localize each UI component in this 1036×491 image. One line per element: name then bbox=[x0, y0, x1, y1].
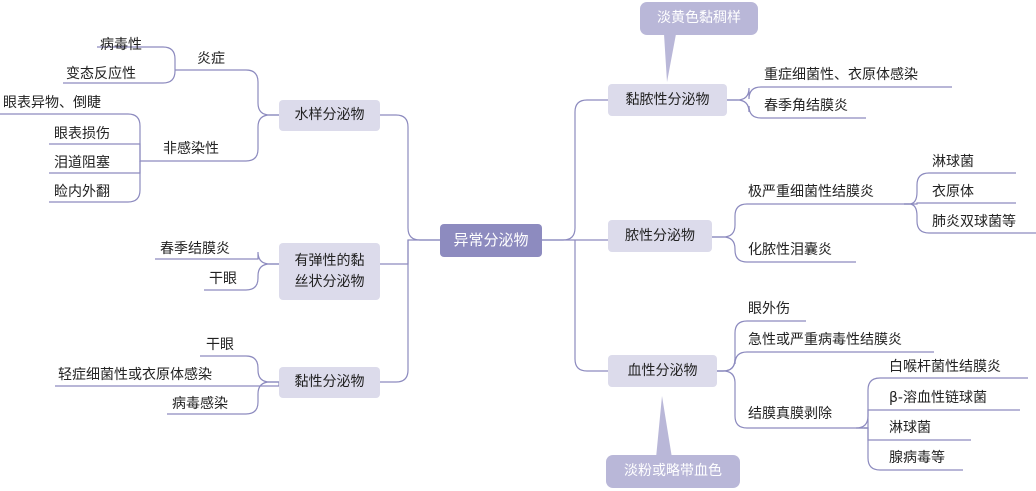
leaf-suppurative-dacryocystitis: 化脓性泪囊炎 bbox=[748, 242, 832, 258]
node-mucopurulent-label: 黏脓性分泌物 bbox=[625, 91, 710, 108]
callout-mucopurulent-label: 淡黄色黏稠样 bbox=[657, 10, 741, 26]
leaf-adenovirus: 腺病毒等 bbox=[889, 450, 945, 466]
callout-pointer-bottom bbox=[656, 396, 672, 458]
node-mucopurulent: 黏脓性分泌物 bbox=[608, 84, 727, 116]
callout-bloody-label: 淡粉或略带血色 bbox=[624, 463, 722, 479]
root-label: 异常分泌物 bbox=[453, 231, 529, 249]
node-bloody: 血性分泌物 bbox=[608, 355, 717, 387]
node-bloody-label: 血性分泌物 bbox=[627, 362, 698, 379]
leaf-surface-injury: 眼表损伤 bbox=[54, 126, 110, 142]
leaf-duct-obstruction: 泪道阻塞 bbox=[54, 155, 110, 171]
label-membrane-removal: 结膜真膜剥除 bbox=[748, 406, 832, 422]
leaf-acute-viral: 急性或严重病毒性结膜炎 bbox=[748, 332, 902, 348]
leaf-vernal-conjunctivitis: 春季结膜炎 bbox=[160, 241, 230, 257]
leaf-vernal-keratoconjunctivitis: 春季角结膜炎 bbox=[764, 98, 848, 114]
node-watery-label: 水样分泌物 bbox=[294, 107, 365, 123]
node-elastic-label-line1: 有弹性的黏 bbox=[294, 252, 365, 269]
root-node: 异常分泌物 bbox=[440, 224, 542, 257]
leaf-streptococcus: β-溶血性链球菌 bbox=[889, 390, 987, 406]
node-mucous: 黏性分泌物 bbox=[279, 367, 380, 398]
leaf-gonococcus-membrane: 淋球菌 bbox=[889, 420, 931, 436]
leaf-pneumococcus: 肺炎双球菌等 bbox=[932, 214, 1016, 230]
leaf-viral: 病毒性 bbox=[100, 37, 142, 53]
callout-mucopurulent: 淡黄色黏稠样 bbox=[640, 2, 758, 35]
leaf-severe-bacterial: 重症细菌性、衣原体感染 bbox=[764, 67, 918, 83]
callout-pointer-top bbox=[664, 34, 676, 82]
leaf-allergic: 变态反应性 bbox=[66, 66, 136, 82]
leaf-chlamydia: 衣原体 bbox=[932, 184, 974, 200]
leaf-dry-eye-elastic: 干眼 bbox=[209, 271, 237, 287]
callout-bloody: 淡粉或略带血色 bbox=[606, 455, 740, 488]
leaf-dry-eye-mucous: 干眼 bbox=[206, 337, 234, 353]
node-mucous-label: 黏性分泌物 bbox=[294, 374, 365, 390]
label-severe-bacterial-conjunctivitis: 极严重细菌性结膜炎 bbox=[748, 184, 874, 200]
leaf-mild-bacterial: 轻症细菌性或衣原体感染 bbox=[58, 367, 212, 383]
label-noninfectious: 非感染性 bbox=[163, 141, 219, 157]
leaf-diphtheria: 白喉杆菌性结膜炎 bbox=[889, 359, 1001, 375]
node-purulent: 脓性分泌物 bbox=[608, 220, 712, 252]
node-purulent-label: 脓性分泌物 bbox=[625, 227, 695, 244]
leaf-viral-infection: 病毒感染 bbox=[172, 396, 228, 412]
leaf-gonococcus: 淋球菌 bbox=[932, 154, 974, 170]
node-elastic: 有弹性的黏 丝状分泌物 bbox=[279, 243, 380, 300]
node-elastic-label-line2: 丝状分泌物 bbox=[294, 273, 365, 290]
node-watery: 水样分泌物 bbox=[279, 100, 380, 131]
leaf-foreign-body: 眼表异物、倒睫 bbox=[3, 95, 101, 111]
leaf-lid-malposition: 睑内外翻 bbox=[54, 184, 110, 200]
label-inflammation: 炎症 bbox=[197, 51, 225, 67]
leaf-eye-trauma: 眼外伤 bbox=[748, 301, 790, 317]
